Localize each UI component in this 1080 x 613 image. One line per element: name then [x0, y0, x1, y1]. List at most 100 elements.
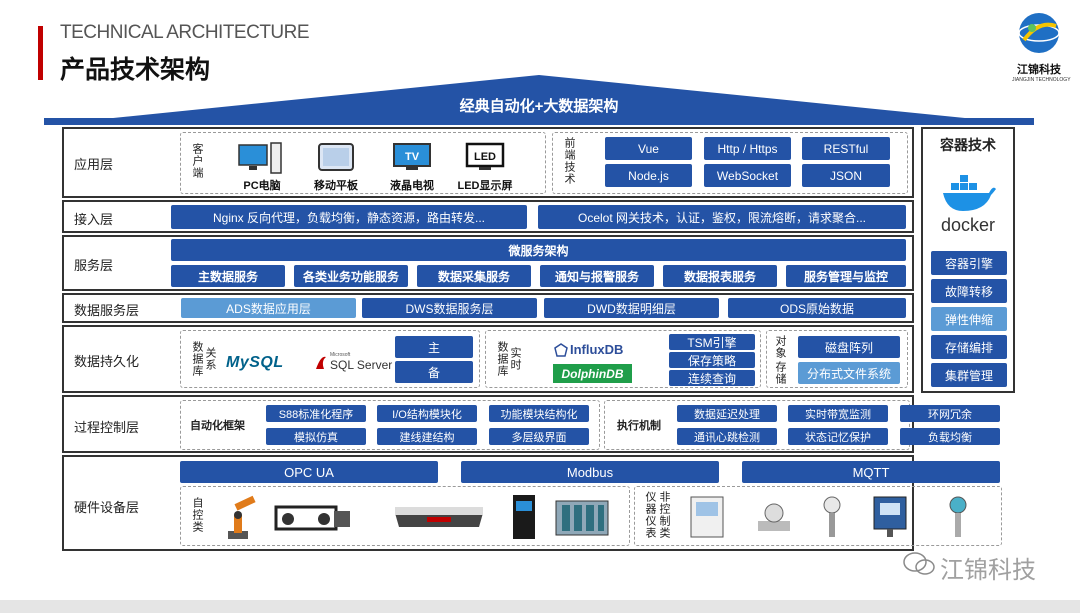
- instrument-group: [634, 486, 1002, 546]
- device-label-tv: 液晶电视: [390, 180, 434, 192]
- instrument-label-b: 非控制类: [658, 491, 670, 539]
- tablet-icon: [316, 141, 356, 178]
- service-layer-label: 服务层: [74, 258, 114, 273]
- protocol-modbus: Modbus: [461, 461, 719, 483]
- container-failover: 故障转移: [931, 279, 1007, 303]
- exec-ring: 环网冗余: [900, 405, 1000, 422]
- fw-io: I/O结构模块化: [377, 405, 477, 422]
- ts-retention: 保存策略: [669, 352, 755, 368]
- db-standby: 备: [395, 361, 473, 383]
- company-logo: 江锦科技 JIANGJIN TECHNOLOGY: [1012, 10, 1071, 83]
- client-label: 客户端: [191, 143, 203, 179]
- fw-function: 功能模块结构化: [489, 405, 589, 422]
- container-scaling: 弹性伸缩: [931, 307, 1007, 331]
- exec-state: 状态记忆保护: [788, 428, 888, 445]
- access-layer: 接入层 Nginx 反向代理，负载均衡，静态资源，路由转发... Ocelot …: [62, 200, 914, 233]
- data-ads: ADS数据应用层: [181, 298, 356, 318]
- protocol-opcua: OPC UA: [180, 461, 438, 483]
- pc-icon: [237, 141, 285, 180]
- svg-text:TV: TV: [405, 151, 420, 163]
- obj-dfs: 分布式文件系统: [798, 362, 900, 384]
- access-ocelot: Ocelot 网关技术，认证，鉴权，限流熔断，请求聚合...: [538, 205, 906, 229]
- instrument-label-a: 仪器仪表: [644, 491, 656, 539]
- tech-websocket: WebSocket: [704, 164, 791, 187]
- page-subtitle: TECHNICAL ARCHITECTURE: [60, 22, 310, 43]
- tech-vue: Vue: [605, 137, 692, 160]
- framework-group: [180, 400, 600, 450]
- dolphindb-logo: DolphinDB: [553, 364, 632, 383]
- data-service-layer-label: 数据服务层: [74, 303, 140, 318]
- microservice-header: 微服务架构: [171, 239, 906, 261]
- client-group: [180, 132, 546, 194]
- container-cluster: 集群管理: [931, 363, 1007, 387]
- container-storage: 存储编排: [931, 335, 1007, 359]
- device-label-tablet: 移动平板: [314, 180, 358, 192]
- hardware-layer-label: 硬件设备层: [74, 500, 140, 515]
- influxdb-logo: InfluxDB: [554, 342, 623, 357]
- timeseries-label-b: 实时: [509, 347, 521, 371]
- roof: [44, 75, 1034, 125]
- persistence-layer: 数据持久化 数据库 关系 MySQL Microsoft SQL Server …: [62, 325, 914, 393]
- watermark-text: 江锦科技: [940, 557, 1036, 584]
- frontend-group: [552, 132, 908, 194]
- auto-devices-group: [180, 486, 630, 546]
- sqlserver-logo-icon: [314, 353, 328, 376]
- ts-continuous-query: 连续查询: [669, 370, 755, 386]
- fw-build: 建线建结构: [377, 428, 477, 445]
- relational-db-group: [180, 330, 480, 388]
- process-layer-label: 过程控制层: [74, 420, 140, 435]
- logo-subtitle: JIANGJIN TECHNOLOGY: [1012, 77, 1071, 83]
- auto-devices-label: 自控类: [191, 497, 203, 533]
- exec-balance: 负载均衡: [900, 428, 1000, 445]
- svg-text:LED: LED: [474, 151, 496, 163]
- service-collection: 数据采集服务: [417, 265, 531, 287]
- tech-http: Http / Https: [704, 137, 791, 160]
- access-layer-label: 接入层: [74, 212, 114, 227]
- title-accent-bar: [38, 26, 43, 80]
- timeseries-label-a: 数据库: [496, 341, 508, 377]
- tech-nodejs: Node.js: [605, 164, 692, 187]
- object-label-b: 存储: [774, 361, 786, 385]
- plc-icon: [554, 497, 610, 542]
- relational-label-a: 数据库: [191, 341, 203, 377]
- process-layer: 过程控制层 自动化框架 S88标准化程序 I/O结构模块化 功能模块结构化 模拟…: [62, 395, 1000, 453]
- logo-name: 江锦科技: [1017, 64, 1061, 76]
- db-primary: 主: [395, 336, 473, 358]
- service-business: 各类业务功能服务: [294, 265, 408, 287]
- app-layer: 应用层 客户端 PC电脑 移动平板 TV 液晶电视 LED LED显示屏 前端技…: [62, 127, 914, 198]
- influxdb-logo-text: InfluxDB: [570, 342, 624, 357]
- service-alarm: 通知与报警服务: [540, 265, 654, 287]
- data-service-layer: 数据服务层 ADS数据应用层 DWS数据服务层 DWD数据明细层 ODS原始数据: [62, 293, 914, 323]
- robot-arm-icon: [214, 493, 262, 546]
- object-storage-group: [766, 330, 908, 388]
- data-dws: DWS数据服务层: [362, 298, 537, 318]
- container-panel: 容器技术 docker 容器引擎 故障转移 弹性伸缩 存储编排 集群管理: [921, 127, 1015, 393]
- exec-label: 执行机制: [617, 420, 661, 432]
- container-engine: 容器引擎: [931, 251, 1007, 275]
- data-dwd: DWD数据明细层: [544, 298, 719, 318]
- device-label-led: LED显示屏: [457, 180, 513, 192]
- docker-whale-icon: [941, 173, 997, 218]
- service-master-data: 主数据服务: [171, 265, 285, 287]
- persistence-layer-label: 数据持久化: [74, 354, 140, 369]
- wechat-icon: [902, 550, 936, 583]
- data-ods: ODS原始数据: [728, 298, 906, 318]
- container-title: 容器技术: [940, 137, 996, 153]
- exec-latency: 数据延迟处理: [677, 405, 777, 422]
- obj-disk-array: 磁盘阵列: [798, 336, 900, 358]
- flow-sensor-icon: [754, 499, 794, 542]
- protocol-mqtt: MQTT: [742, 461, 1000, 483]
- timeseries-db-group: [485, 330, 761, 388]
- exec-heartbeat: 通讯心跳检测: [677, 428, 777, 445]
- page-title: 产品技术架构: [60, 56, 211, 84]
- relational-label-b: 关系: [204, 347, 216, 371]
- hardware-layer: 硬件设备层 OPC UA Modbus MQTT 自控类 仪器仪表 非控制类: [62, 455, 1002, 551]
- flowmeter-display-icon: [689, 495, 725, 544]
- agv-icon: [389, 501, 489, 538]
- pressure-sensor-icon: [944, 495, 972, 544]
- tech-restful: RESTful: [802, 137, 890, 160]
- mysql-logo: MySQL: [226, 354, 284, 371]
- framework-label: 自动化框架: [190, 420, 245, 432]
- fw-s88: S88标准化程序: [266, 405, 366, 422]
- roof-title: 经典自动化+大数据架构: [459, 98, 619, 115]
